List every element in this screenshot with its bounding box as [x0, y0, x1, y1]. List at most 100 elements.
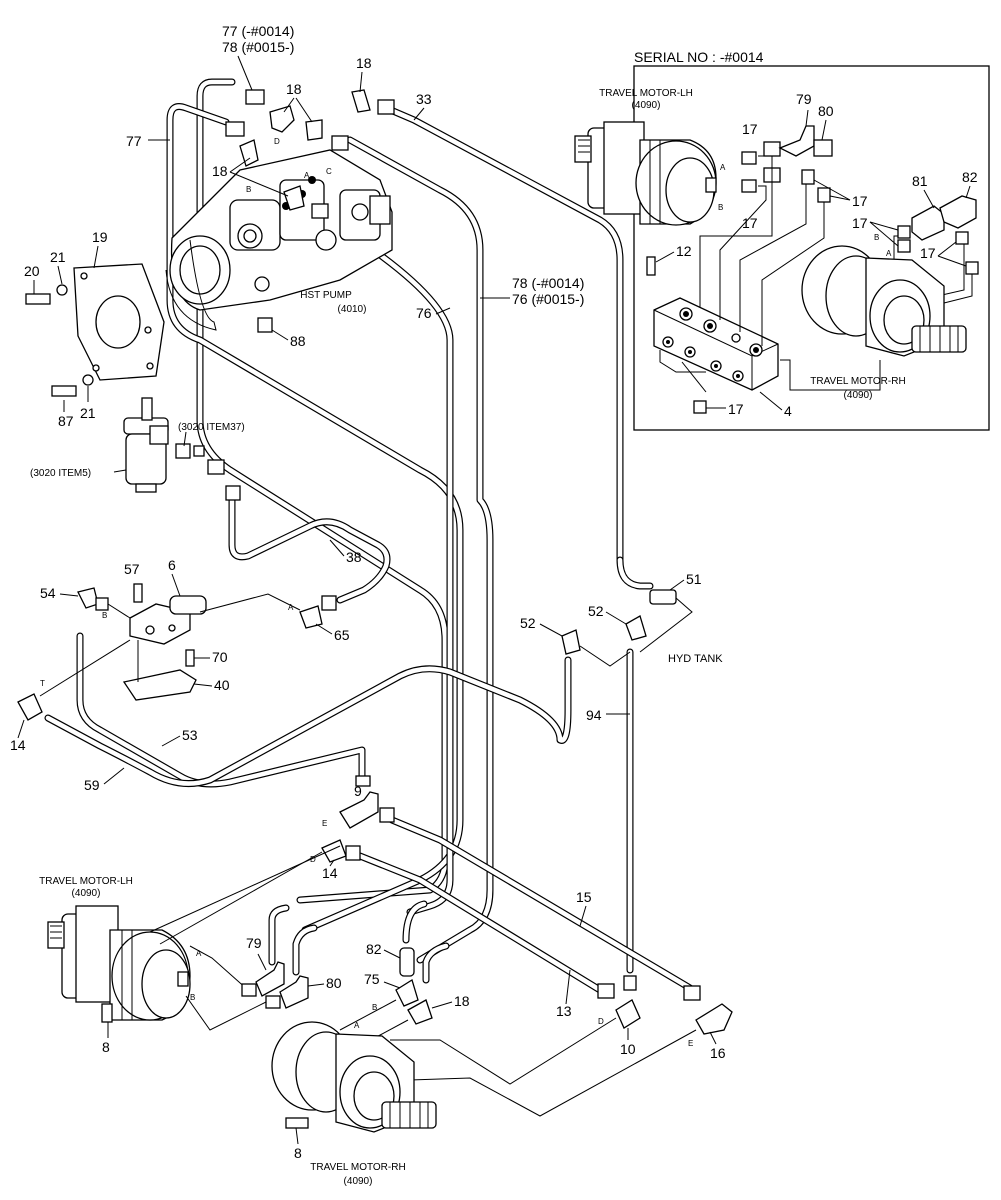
callout: 54: [40, 585, 56, 601]
fitting-78-end: [225, 121, 245, 137]
callout: 52: [588, 603, 604, 619]
callout: 76 (#0015-): [512, 291, 584, 307]
port-label: A: [886, 249, 892, 258]
fitting-17: [801, 169, 815, 185]
fitting: [345, 845, 361, 861]
fitting: [597, 983, 615, 999]
callout: 51: [686, 571, 702, 587]
fitting-38-end: [225, 485, 241, 501]
elbow-16: [695, 1003, 733, 1035]
callout: 15: [576, 889, 592, 905]
callout: 38: [346, 549, 362, 565]
callout: 87: [58, 413, 74, 429]
port-label: A: [354, 1021, 360, 1030]
callout: 8: [294, 1145, 302, 1161]
fitting-17: [897, 225, 911, 239]
inset-lh-motor-name: TRAVEL MOTOR-LH: [599, 88, 693, 99]
fitting-33-end: [377, 99, 395, 115]
callout: 53: [182, 727, 198, 743]
callout: 17: [852, 215, 868, 231]
callout: 6: [168, 557, 176, 573]
callout: 21: [80, 405, 96, 421]
callout: 40: [214, 677, 230, 693]
fitting-88: [257, 317, 273, 333]
elbow-54: [77, 587, 99, 609]
inset-lh-motor-ref: (4090): [632, 100, 661, 111]
callout: 80: [326, 975, 342, 991]
elbow-18: [283, 185, 305, 211]
fitting: [379, 807, 395, 823]
callout: 82: [366, 941, 382, 957]
callout: 17: [852, 193, 868, 209]
port-label: B: [372, 1003, 377, 1012]
fitting-17: [965, 261, 979, 275]
main-rh-motor-name: TRAVEL MOTOR-RH: [310, 1162, 405, 1173]
fitting: [241, 983, 257, 997]
callout: 17: [920, 245, 936, 261]
filter-item5-label: (3020 ITEM5): [30, 468, 91, 479]
port-label: C: [326, 167, 332, 176]
port-label: A: [720, 163, 726, 172]
callout: 79: [246, 935, 262, 951]
port-label: D: [598, 1017, 604, 1026]
bolt-8: [101, 1003, 113, 1023]
elbow-52: [561, 629, 581, 655]
tee-9: [339, 791, 379, 829]
fitting-51: [649, 589, 677, 605]
washer-21: [56, 284, 68, 296]
serial-title: SERIAL NO : -#0014: [634, 49, 764, 65]
callout: 77: [126, 133, 142, 149]
mounting-plate-19: [73, 263, 165, 381]
fitting: [311, 203, 329, 219]
fitting-82: [399, 947, 415, 977]
callout: 81: [912, 173, 928, 189]
fitting-77-end: [245, 89, 265, 105]
port-label: B: [190, 993, 195, 1002]
callout: 12: [676, 243, 692, 259]
fitting: [355, 775, 371, 787]
fitting: [331, 135, 349, 151]
port-label: A: [196, 949, 202, 958]
valve-6: [129, 583, 207, 645]
inset-travel-motor-rh: [801, 245, 967, 357]
port-label: B: [102, 611, 107, 620]
callout: 75: [364, 971, 380, 987]
callout: 78 (#0015-): [222, 39, 294, 55]
bolt-8: [285, 1117, 309, 1129]
fitting-17: [693, 400, 707, 414]
fitting: [265, 995, 281, 1009]
elbow-82: [939, 195, 977, 229]
filter-item37-label: (3020 ITEM37): [178, 422, 245, 433]
callout: 8: [102, 1039, 110, 1055]
main-rh-motor-ref: (4090): [344, 1176, 373, 1187]
callout: 76: [416, 305, 432, 321]
port-label: D: [310, 855, 316, 864]
callout: 70: [212, 649, 228, 665]
elbow-65: [299, 605, 323, 629]
port-label: D: [274, 137, 280, 146]
port-label: B: [246, 185, 251, 194]
callout: 10: [620, 1041, 636, 1057]
callout: 14: [10, 737, 26, 753]
callout: 82: [962, 169, 978, 185]
bolt-20: [25, 293, 51, 305]
callout: 94: [586, 707, 602, 723]
serial-inset: SERIAL NO : -#0014 TRAVEL MOTOR-LH (4090…: [574, 49, 990, 431]
filter-assembly: [123, 397, 225, 493]
washer-21: [82, 374, 94, 386]
elbow-18: [239, 139, 259, 167]
fitting-17: [741, 179, 757, 193]
hst-pump-ref: (4010): [338, 304, 367, 315]
callout: 19: [92, 229, 108, 245]
elbow-18: [305, 119, 323, 141]
elbow-52: [625, 615, 647, 641]
fitting-17: [955, 231, 969, 245]
callout: 88: [290, 333, 306, 349]
port-label: B: [718, 203, 723, 212]
callout: 80: [818, 103, 834, 119]
elbow-79: [255, 961, 285, 997]
callout: 59: [84, 777, 100, 793]
callout: 13: [556, 1003, 572, 1019]
manifold-block-4: [653, 297, 779, 391]
